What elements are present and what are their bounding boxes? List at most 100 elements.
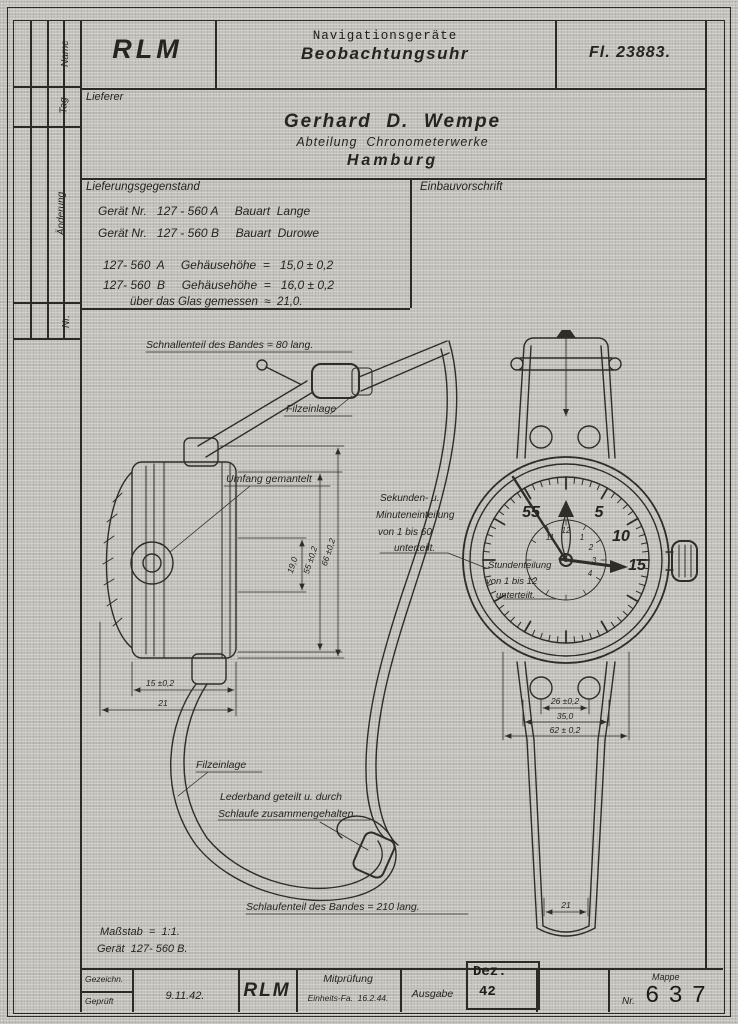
issue-year: 42 xyxy=(479,984,496,1000)
delivery-glass-note: über das Glas gemessen ≈ 21,0. xyxy=(130,296,303,308)
front-dimensions: 26 ±0,2 35,0 62 ± 0,2 21 xyxy=(502,651,630,917)
tb-row-divider xyxy=(80,991,132,993)
tb-div-1 xyxy=(132,968,134,1012)
content-left-rule xyxy=(80,20,82,1012)
content-right-rule xyxy=(705,20,707,968)
dim-lug-inner: 26 ±0,2 xyxy=(550,696,580,706)
strap-buckle xyxy=(170,340,458,902)
folder-label: Mappe xyxy=(652,972,680,982)
delivery-right-rule xyxy=(410,178,412,308)
hand-hub xyxy=(559,553,573,567)
arrow-hand xyxy=(558,557,614,568)
hour-3: 3 xyxy=(592,556,597,565)
dim-case-diameter: 55 ±0,2 xyxy=(301,545,319,575)
delivery-device-a: Gerät Nr. 127 - 560 A Bauart Lange xyxy=(98,204,311,218)
strap-pin-tip xyxy=(556,330,576,338)
hour-4: 4 xyxy=(588,569,593,578)
seconds-note-2: Minuteneinteilung xyxy=(376,510,455,521)
seconds-note-1: Sekunden- u. xyxy=(380,493,440,504)
header-div-2 xyxy=(555,20,557,88)
dim-lug-outer: 35,0 xyxy=(557,711,574,721)
margin-rule-3 xyxy=(63,20,65,338)
margin-label-tag: Tag xyxy=(58,97,70,114)
tb-div-2 xyxy=(238,968,240,1012)
seconds-note-3: von 1 bis 60 xyxy=(378,527,432,538)
supplier-department: Abteilung Chronometerwerke xyxy=(296,135,489,149)
drawn-label: Gezeichn. xyxy=(85,974,124,984)
dial-15: 15 xyxy=(628,557,647,574)
supplier-city: Hamburg xyxy=(346,152,439,169)
delivery-height-a: 127- 560 A Gehäusehöhe = 15,0 ± 0,2 xyxy=(103,258,334,272)
installation-label: Einbauvorschrift xyxy=(420,181,503,193)
dial-10: 10 xyxy=(612,528,630,545)
folder-no-label: Nr. xyxy=(622,996,635,1007)
margin-rule-1 xyxy=(30,20,32,338)
margin-label-aenderung: Änderung xyxy=(56,191,68,236)
circumference-note: Umfang gemantelt xyxy=(226,473,313,485)
margin-div-4 xyxy=(13,338,80,340)
folder-number: 637 xyxy=(645,983,716,1010)
strap-note-1: Lederband geteilt u. durch xyxy=(220,791,342,803)
org-logo: RLM xyxy=(112,34,183,64)
header-div-1 xyxy=(215,20,217,88)
hour-ticks xyxy=(525,519,607,601)
hour-2: 2 xyxy=(588,543,594,552)
margin-label-name: Name xyxy=(59,40,71,67)
strap-note-2: Schlaufe zusammengehalten. xyxy=(218,808,356,820)
scale-note: Maßstab = 1:1. xyxy=(100,926,180,938)
arrow-hand-tip xyxy=(610,560,628,573)
issue-stamp-box xyxy=(466,961,540,1010)
check-date: 9.11.42. xyxy=(165,990,205,1002)
delivery-height-b: 127- 560 B Gehäusehöhe = 16,0 ± 0,2 xyxy=(103,278,335,292)
page-title: Beobachtungsuhr xyxy=(301,44,469,63)
supplier-bottom-rule xyxy=(80,178,705,180)
side-view xyxy=(102,437,237,685)
co-check-detail: Einheits-Fa. 16.2.44. xyxy=(307,993,389,1003)
margin-div-3 xyxy=(13,302,80,304)
supplier-label: Lieferer xyxy=(86,91,124,103)
hours-note-3: unterteilt. xyxy=(496,590,535,601)
crown xyxy=(671,540,698,582)
dial-numerals: 55 5 10 15 xyxy=(522,504,647,574)
dim-width-over-crown: 62 ± 0,2 xyxy=(550,725,581,735)
hour-hand xyxy=(560,513,572,559)
issue-month: Dez. xyxy=(473,964,507,980)
hours-note-2: von 1 bis 12 xyxy=(486,576,538,587)
felt-top-label: Filzeinlage xyxy=(286,403,336,415)
supplier-name: Gerhard D. Wempe xyxy=(283,111,502,132)
dim-overall: 66 ±0,2 xyxy=(319,537,337,567)
header-bottom-rule xyxy=(80,88,705,90)
co-check-label: Mitprüfung xyxy=(323,973,373,985)
seconds-note-4: unterteilt. xyxy=(394,543,435,554)
tb-div-5 xyxy=(536,968,538,1012)
hour-12: 12 xyxy=(562,526,571,535)
doc-number: Fl. 23883. xyxy=(588,44,672,61)
annotation-leaders xyxy=(145,351,557,915)
margin-rule-2 xyxy=(47,20,49,338)
margin-div-1 xyxy=(13,86,80,88)
device-note: Gerät 127- 560 B. xyxy=(97,943,188,955)
checked-label: Geprüft xyxy=(85,996,114,1006)
dim-glass-height: 21 xyxy=(157,698,168,708)
header-category: Navigationsgeräte xyxy=(312,29,458,43)
margin-label-nr: Nr. xyxy=(60,315,72,328)
hour-11: 11 xyxy=(546,533,554,542)
twelve-triangle-marker xyxy=(558,500,574,517)
watch-drawing: 19,0 55 ±0,2 66 ±0,2 15 ±0,2 21 xyxy=(99,330,698,937)
titleblock-org: RLM xyxy=(243,980,291,1001)
delivery-bottom-rule xyxy=(80,308,410,310)
minute-ticks xyxy=(482,476,650,644)
tb-div-4 xyxy=(400,968,402,1012)
buckle-note: Schnallenteil des Bandes = 80 lang. xyxy=(146,339,313,351)
loop-note: Schlaufenteil des Bandes = 210 lang. xyxy=(246,901,420,913)
tb-div-6 xyxy=(608,968,610,1012)
margin-div-2 xyxy=(13,126,80,128)
hour-numerals: 11 12 1 2 3 4 xyxy=(546,526,597,578)
dial-5: 5 xyxy=(595,504,605,521)
tb-div-3 xyxy=(296,968,298,1012)
delivery-device-b: Gerät Nr. 127 - 560 B Bauart Durowe xyxy=(98,226,319,240)
hours-note-1: Stundenteilung xyxy=(488,560,552,571)
inner-frame xyxy=(13,20,725,1014)
dim-case-height: 15 ±0,2 xyxy=(146,678,175,688)
